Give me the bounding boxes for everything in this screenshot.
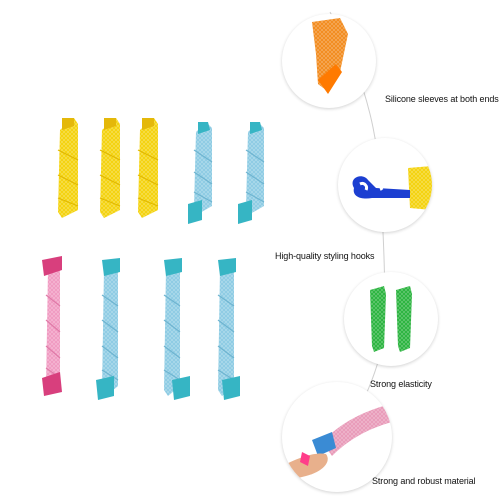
orange-silicone-sleeve-icon bbox=[282, 14, 376, 108]
feature-caption: High-quality styling hooks bbox=[275, 251, 375, 261]
hand-pulling-curler-icon bbox=[282, 382, 392, 492]
pink-curler bbox=[42, 256, 62, 396]
yellow-curler bbox=[99, 118, 121, 218]
feature-caption: Silicone sleeves at both ends bbox=[385, 94, 499, 104]
blue-curler bbox=[238, 122, 265, 224]
feature-caption: Strong and robust material bbox=[372, 476, 476, 486]
yellow-curler bbox=[57, 118, 79, 218]
yellow-curler bbox=[137, 118, 159, 218]
blue-curler bbox=[188, 122, 213, 224]
feature-caption: Strong elasticity bbox=[370, 379, 432, 389]
blue-styling-hook-icon bbox=[338, 138, 432, 232]
green-curlers-icon bbox=[344, 272, 438, 366]
blue-curler bbox=[96, 258, 120, 400]
blue-curler bbox=[163, 258, 190, 400]
blue-curler bbox=[217, 258, 240, 400]
